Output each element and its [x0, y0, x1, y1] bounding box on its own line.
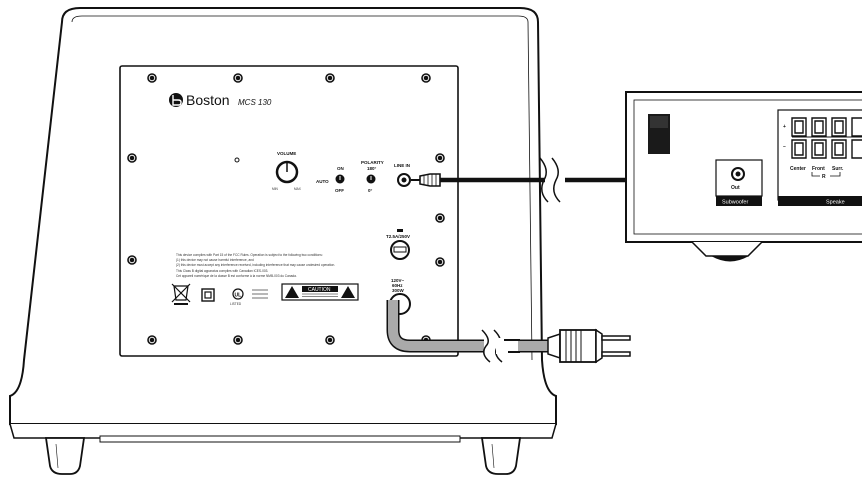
compliance-line: This Class B digital apparatus complies … — [176, 269, 268, 273]
volume-label: VOLUME — [277, 151, 296, 156]
line-in-label: LINE IN — [394, 163, 410, 168]
screw-icon — [147, 335, 157, 345]
listed-label: LISTED — [230, 302, 242, 306]
ul-listed-icon: UL LISTED — [230, 288, 268, 306]
brand-name: Boston — [186, 92, 230, 108]
certification-marks: UL LISTED CAUTION — [171, 283, 359, 306]
caution-label: CAUTION — [281, 283, 359, 301]
subwoofer-tab-label: Subwoofer — [722, 200, 748, 206]
screw-icon — [127, 153, 137, 163]
model-name: MCS 130 — [238, 98, 272, 107]
compliance-line: (2) this device must accept any interfer… — [176, 263, 335, 267]
power-rating-2: 60Hz — [392, 283, 403, 288]
receiver-speaker-terminals: + – Center Front Surr. R Speake — [777, 109, 862, 206]
fuse-rating: T2.5A/250V — [386, 234, 410, 239]
power-inlet: 120V~ 60Hz 300W — [389, 278, 411, 315]
power-cord — [386, 300, 631, 364]
screw-icon — [147, 73, 157, 83]
polarity-switch[interactable]: POLARITY 180° 0° — [361, 160, 384, 193]
subwoofer-foot-left — [44, 437, 86, 475]
polarity-180-label: 180° — [367, 166, 377, 171]
subwoofer-back-panel — [119, 65, 459, 357]
polarity-0-label: 0° — [368, 188, 373, 193]
subwoofer-foot-right — [480, 437, 522, 475]
screw-icon — [325, 73, 335, 83]
power-rating-1: 120V~ — [391, 278, 405, 283]
panel-screws — [127, 73, 445, 345]
volume-max-label: MAX — [294, 187, 302, 191]
out-label: Out — [731, 185, 740, 191]
right-mark: R — [822, 174, 826, 180]
caution-title: CAUTION — [308, 287, 331, 293]
double-insulation-icon — [201, 288, 215, 302]
boston-logo-icon — [169, 93, 183, 107]
power-auto-label: AUTO — [316, 179, 329, 184]
volume-control[interactable]: VOLUME MIN MAX — [272, 151, 302, 191]
power-mode-switch[interactable]: ON AUTO OFF — [316, 166, 345, 193]
weee-bin-icon — [171, 283, 191, 305]
compliance-line: (1) this device may not cause harmful in… — [176, 258, 254, 262]
line-in-jack[interactable]: LINE IN — [394, 163, 411, 187]
fuse-holder[interactable]: T2.5A/250V — [386, 229, 410, 260]
speakers-tab-label: Speake — [826, 200, 845, 206]
compliance-line: Cet appareil numérique de la classe B es… — [176, 274, 297, 278]
receiver-power-switch[interactable] — [648, 114, 670, 154]
brand-logo: Boston MCS 130 — [169, 92, 272, 108]
front-label: Front — [812, 166, 825, 172]
plug-prong-icon — [601, 335, 631, 357]
compliance-text: This device complies with Part 15 of the… — [176, 253, 335, 278]
screw-icon — [233, 73, 243, 83]
screw-icon — [435, 153, 445, 163]
power-rating-3: 300W — [392, 288, 405, 293]
compliance-line: This device complies with Part 15 of the… — [176, 253, 323, 257]
screw-icon — [421, 73, 431, 83]
screw-icon — [233, 335, 243, 345]
volume-min-label: MIN — [272, 187, 279, 191]
center-label: Center — [790, 166, 806, 172]
svg-text:UL: UL — [235, 293, 242, 299]
plus-label: + — [783, 124, 786, 130]
screw-icon — [435, 213, 445, 223]
power-led — [234, 157, 240, 163]
screw-icon — [435, 257, 445, 267]
receiver-subwoofer-output[interactable]: Out Subwoofer — [715, 159, 763, 206]
minus-label: – — [783, 144, 786, 150]
screw-icon — [325, 335, 335, 345]
power-off-label: OFF — [335, 188, 344, 193]
power-on-label: ON — [337, 166, 344, 171]
surround-label: Surr. — [832, 166, 844, 172]
screw-icon — [127, 255, 137, 265]
polarity-label: POLARITY — [361, 160, 384, 165]
